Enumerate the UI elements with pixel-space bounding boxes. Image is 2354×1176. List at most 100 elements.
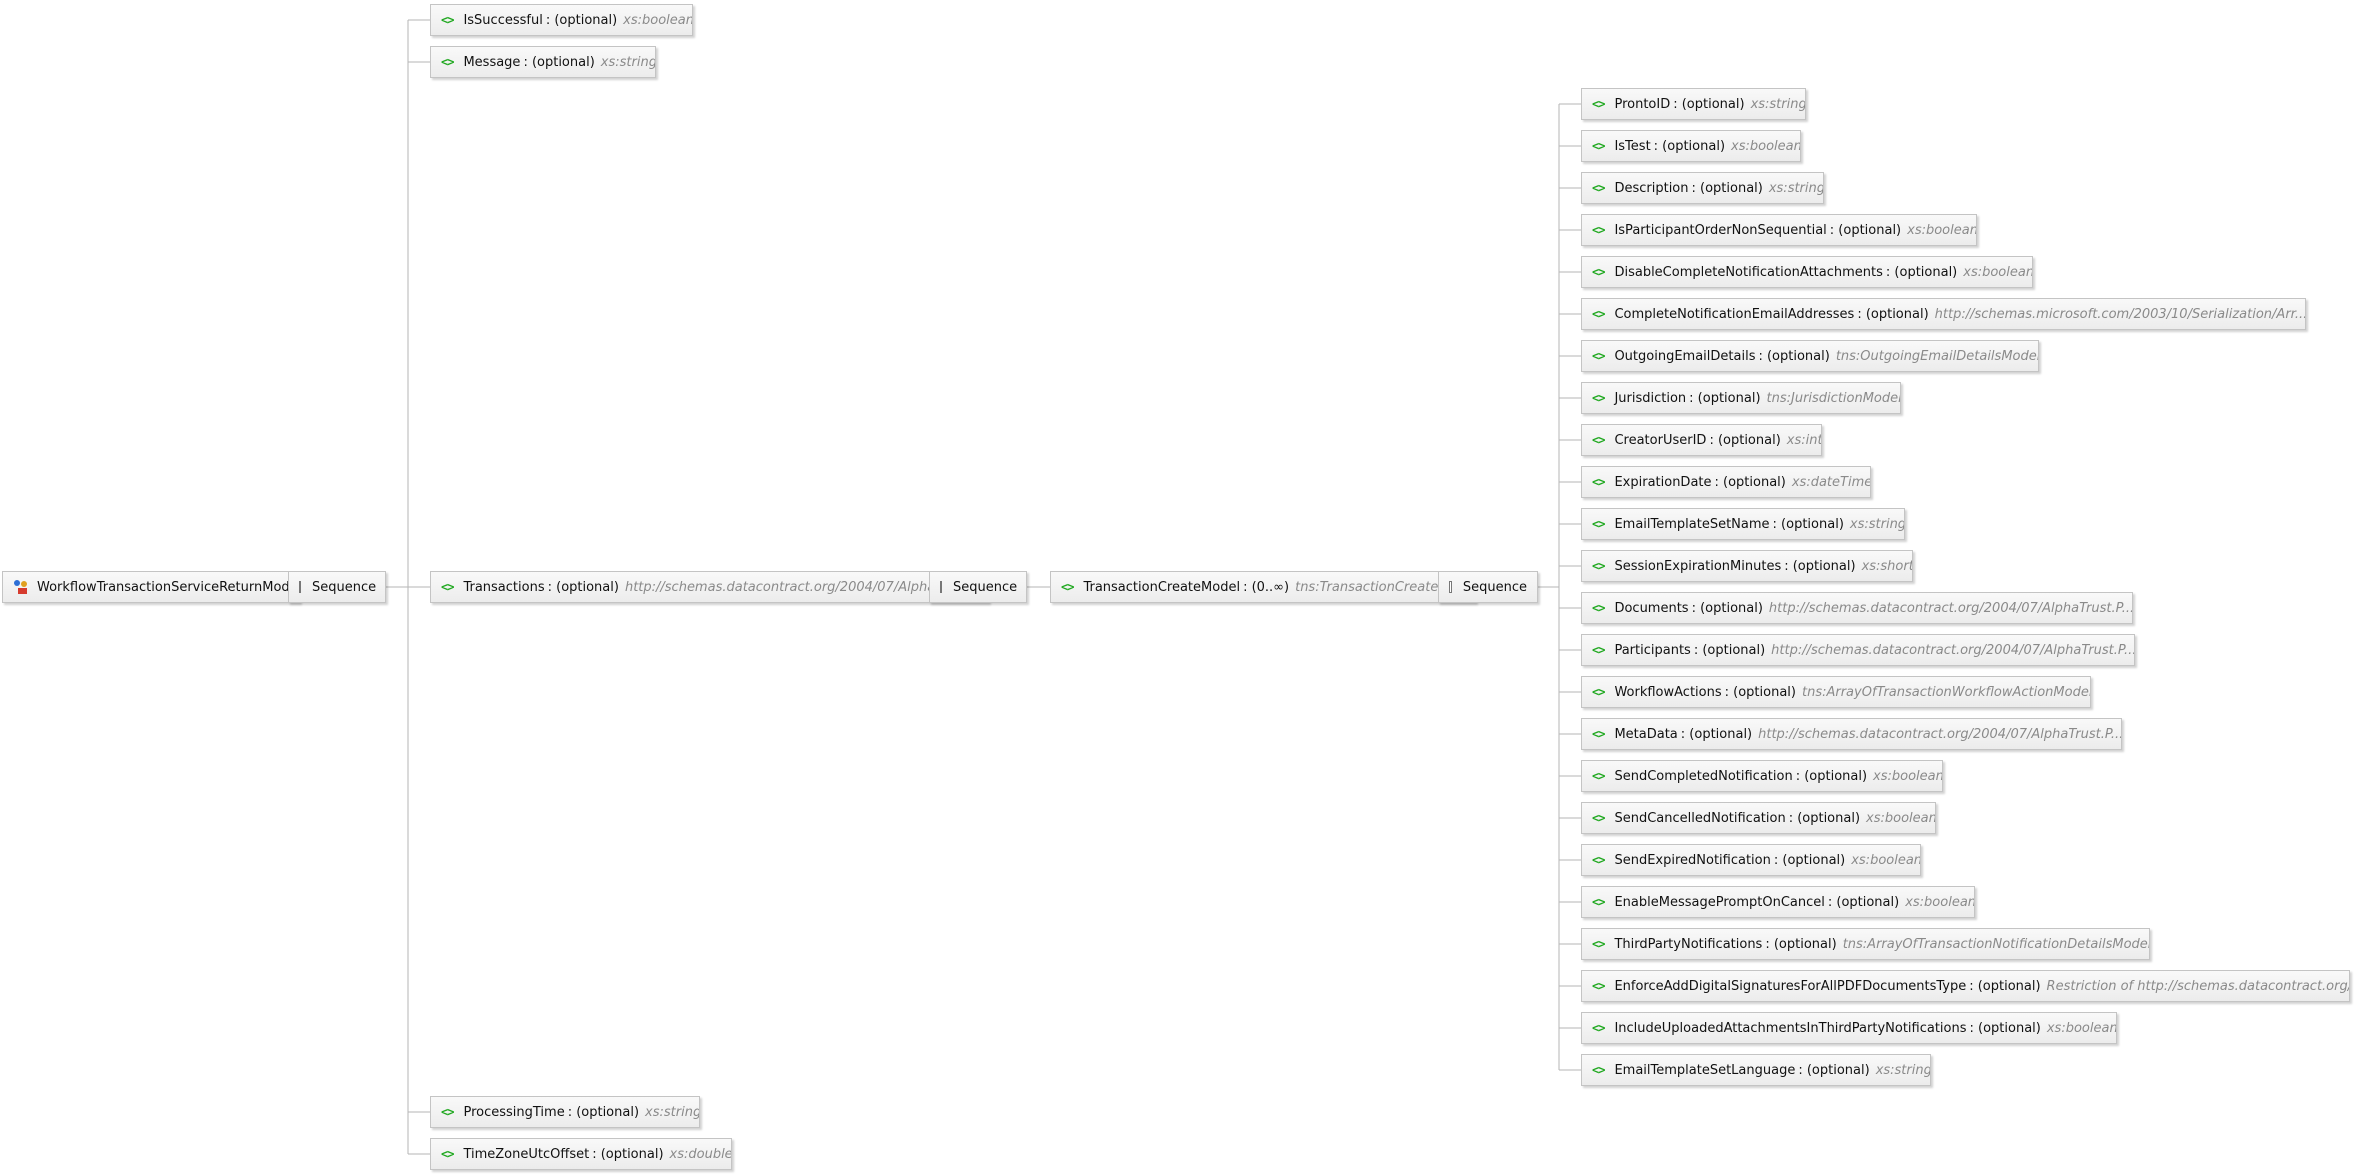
element-occurrence: : (optional): [1827, 894, 1900, 910]
element-name: EmailTemplateSetName: [1614, 516, 1770, 532]
element-icon: <>: [1592, 685, 1605, 699]
element-occurrence: : (optional): [1798, 1062, 1870, 1078]
element-node-sendexpirednotification[interactable]: <> SendExpiredNotification : (optional) …: [1581, 844, 1921, 876]
element-type: xs:boolean: [1866, 810, 1936, 826]
element-occurrence: : (optional): [545, 12, 618, 28]
element-node-isparticipantordernonsequential[interactable]: <> IsParticipantOrderNonSequential : (op…: [1581, 214, 1977, 246]
element-icon: <>: [441, 55, 454, 69]
element-icon: <>: [1592, 811, 1605, 825]
element-type: xs:boolean: [1907, 222, 1977, 238]
element-type: xs:dateTime: [1791, 474, 1871, 490]
element-node-sendcompletednotification[interactable]: <> SendCompletedNotification : (optional…: [1581, 760, 1943, 792]
element-type: xs:int: [1786, 432, 1822, 448]
sequence-label: Sequence: [312, 579, 377, 595]
element-occurrence: : (optional): [592, 1146, 664, 1162]
element-icon: <>: [1592, 937, 1605, 951]
element-type: xs:boolean: [2046, 1020, 2117, 1036]
element-node-metadata[interactable]: <> MetaData : (optional) http://schemas.…: [1581, 718, 2122, 750]
element-node-processingtime[interactable]: <> ProcessingTime : (optional) xs:string: [430, 1096, 700, 1128]
element-node-prontoid[interactable]: <> ProntoID : (optional) xs:string: [1581, 88, 1806, 120]
element-node-message[interactable]: <> Message : (optional) xs:string: [430, 46, 656, 78]
element-type: xs:string: [1750, 96, 1806, 112]
element-icon: <>: [1592, 643, 1605, 657]
element-node-enablemessagepromptoncancel[interactable]: <> EnableMessagePromptOnCancel : (option…: [1581, 886, 1975, 918]
element-type: xs:boolean: [1963, 264, 2033, 280]
element-type: xs:string: [600, 54, 656, 70]
element-node-disablecompletenotificationattachments[interactable]: <> DisableCompleteNotificationAttachment…: [1581, 256, 2033, 288]
element-name: MetaData: [1614, 726, 1678, 742]
element-name: CompleteNotificationEmailAddresses: [1614, 306, 1855, 322]
sequence-node-transactions[interactable]: Sequence: [929, 571, 1027, 603]
element-name: EnableMessagePromptOnCancel: [1614, 894, 1825, 910]
element-type: tns:TransactionCreateModel: [1295, 579, 1476, 595]
element-node-transactioncreatemodel[interactable]: <> TransactionCreateModel : (0..∞) tns:T…: [1050, 571, 1476, 603]
element-node-emailtemplatesetname[interactable]: <> EmailTemplateSetName : (optional) xs:…: [1581, 508, 1905, 540]
element-type: xs:boolean: [1905, 894, 1975, 910]
element-occurrence: : (optional): [1784, 558, 1856, 574]
element-type: xs:double: [669, 1146, 732, 1162]
root-element-node[interactable]: WorkflowTransactionServiceReturnModel: [2, 571, 300, 603]
element-node-completenotificationemailaddresses[interactable]: <> CompleteNotificationEmailAddresses : …: [1581, 298, 2306, 330]
element-type: tns:ArrayOfTransactionNotificationDetail…: [1842, 936, 2150, 952]
element-node-sessionexpirationminutes[interactable]: <> SessionExpirationMinutes : (optional)…: [1581, 550, 1913, 582]
element-icon: <>: [1592, 433, 1605, 447]
element-type: xs:string: [1875, 1062, 1931, 1078]
element-occurrence: : (optional): [1772, 516, 1844, 532]
sequence-label: Sequence: [953, 579, 1018, 595]
sequence-node-transactioncreatemodel[interactable]: Sequence: [1438, 571, 1538, 603]
element-node-jurisdiction[interactable]: <> Jurisdiction : (optional) tns:Jurisdi…: [1581, 382, 1901, 414]
element-node-creatoruserid[interactable]: <> CreatorUserID : (optional) xs:int: [1581, 424, 1822, 456]
element-occurrence: : (optional): [1969, 978, 2041, 994]
element-occurrence: : (optional): [1885, 264, 1958, 280]
element-type: xs:boolean: [1851, 852, 1921, 868]
element-type: xs:string: [645, 1104, 700, 1120]
element-icon: <>: [1592, 895, 1605, 909]
element-occurrence: : (optional): [1709, 432, 1781, 448]
element-icon: <>: [1592, 181, 1605, 195]
element-name: IsTest: [1614, 138, 1651, 154]
element-node-participants[interactable]: <> Participants : (optional) http://sche…: [1581, 634, 2135, 666]
element-name: IncludeUploadedAttachmentsInThirdPartyNo…: [1614, 1020, 1967, 1036]
element-icon: <>: [441, 1147, 454, 1161]
element-name: ThirdPartyNotifications: [1614, 936, 1763, 952]
element-node-istest[interactable]: <> IsTest : (optional) xs:boolean: [1581, 130, 1801, 162]
element-occurrence: : (optional): [1691, 180, 1763, 196]
sequence-icon: [299, 581, 301, 593]
element-node-includeuploadedattachmentsinthirdpartynotifications[interactable]: <> IncludeUploadedAttachmentsInThirdPart…: [1581, 1012, 2117, 1044]
element-icon: <>: [1592, 139, 1605, 153]
element-name: Jurisdiction: [1614, 390, 1687, 406]
element-name: EnforceAddDigitalSignaturesForAllPDFDocu…: [1614, 978, 1967, 994]
element-icon: <>: [1592, 769, 1605, 783]
element-type: Restriction of http://schemas.datacontra…: [2046, 978, 2349, 994]
element-node-issuccessful[interactable]: <> IsSuccessful : (optional) xs:boolean: [430, 4, 693, 36]
element-node-timezoneutcoffset[interactable]: <> TimeZoneUtcOffset : (optional) xs:dou…: [430, 1138, 732, 1170]
element-node-enforceadddigitalsignaturesforallpdfdocumentstype[interactable]: <> EnforceAddDigitalSignaturesForAllPDFD…: [1581, 970, 2350, 1002]
element-name: CreatorUserID: [1614, 432, 1707, 448]
element-occurrence: : (optional): [523, 54, 595, 70]
sequence-node-root[interactable]: Sequence: [288, 571, 386, 603]
element-icon: <>: [1592, 349, 1605, 363]
element-type: xs:boolean: [1731, 138, 1801, 154]
element-occurrence: : (optional): [547, 579, 619, 595]
element-icon: <>: [1592, 1063, 1605, 1077]
element-node-emailtemplatesetlanguage[interactable]: <> EmailTemplateSetLanguage : (optional)…: [1581, 1054, 1931, 1086]
element-occurrence: : (optional): [1788, 810, 1861, 826]
element-occurrence: : (optional): [1795, 768, 1868, 784]
element-node-workflowactions[interactable]: <> WorkflowActions : (optional) tns:Arra…: [1581, 676, 2091, 708]
element-type: xs:short: [1861, 558, 1913, 574]
element-node-documents[interactable]: <> Documents : (optional) http://schemas…: [1581, 592, 2133, 624]
element-name: EmailTemplateSetLanguage: [1614, 1062, 1796, 1078]
element-name: SendExpiredNotification: [1614, 852, 1771, 868]
element-node-sendcancellednotification[interactable]: <> SendCancelledNotification : (optional…: [1581, 802, 1936, 834]
element-type: tns:JurisdictionModel: [1766, 390, 1901, 406]
element-node-transactions[interactable]: <> Transactions : (optional) http://sche…: [430, 571, 989, 603]
element-node-expirationdate[interactable]: <> ExpirationDate : (optional) xs:dateTi…: [1581, 466, 1871, 498]
element-occurrence: : (optional): [1829, 222, 1902, 238]
element-type: tns:OutgoingEmailDetailsModel: [1835, 348, 2039, 364]
element-node-description[interactable]: <> Description : (optional) xs:string: [1581, 172, 1824, 204]
element-node-thirdpartynotifications[interactable]: <> ThirdPartyNotifications : (optional) …: [1581, 928, 2150, 960]
element-occurrence: : (optional): [1680, 726, 1753, 742]
element-node-outgoingemaildetails[interactable]: <> OutgoingEmailDetails : (optional) tns…: [1581, 340, 2039, 372]
element-occurrence: : (optional): [1693, 642, 1766, 658]
